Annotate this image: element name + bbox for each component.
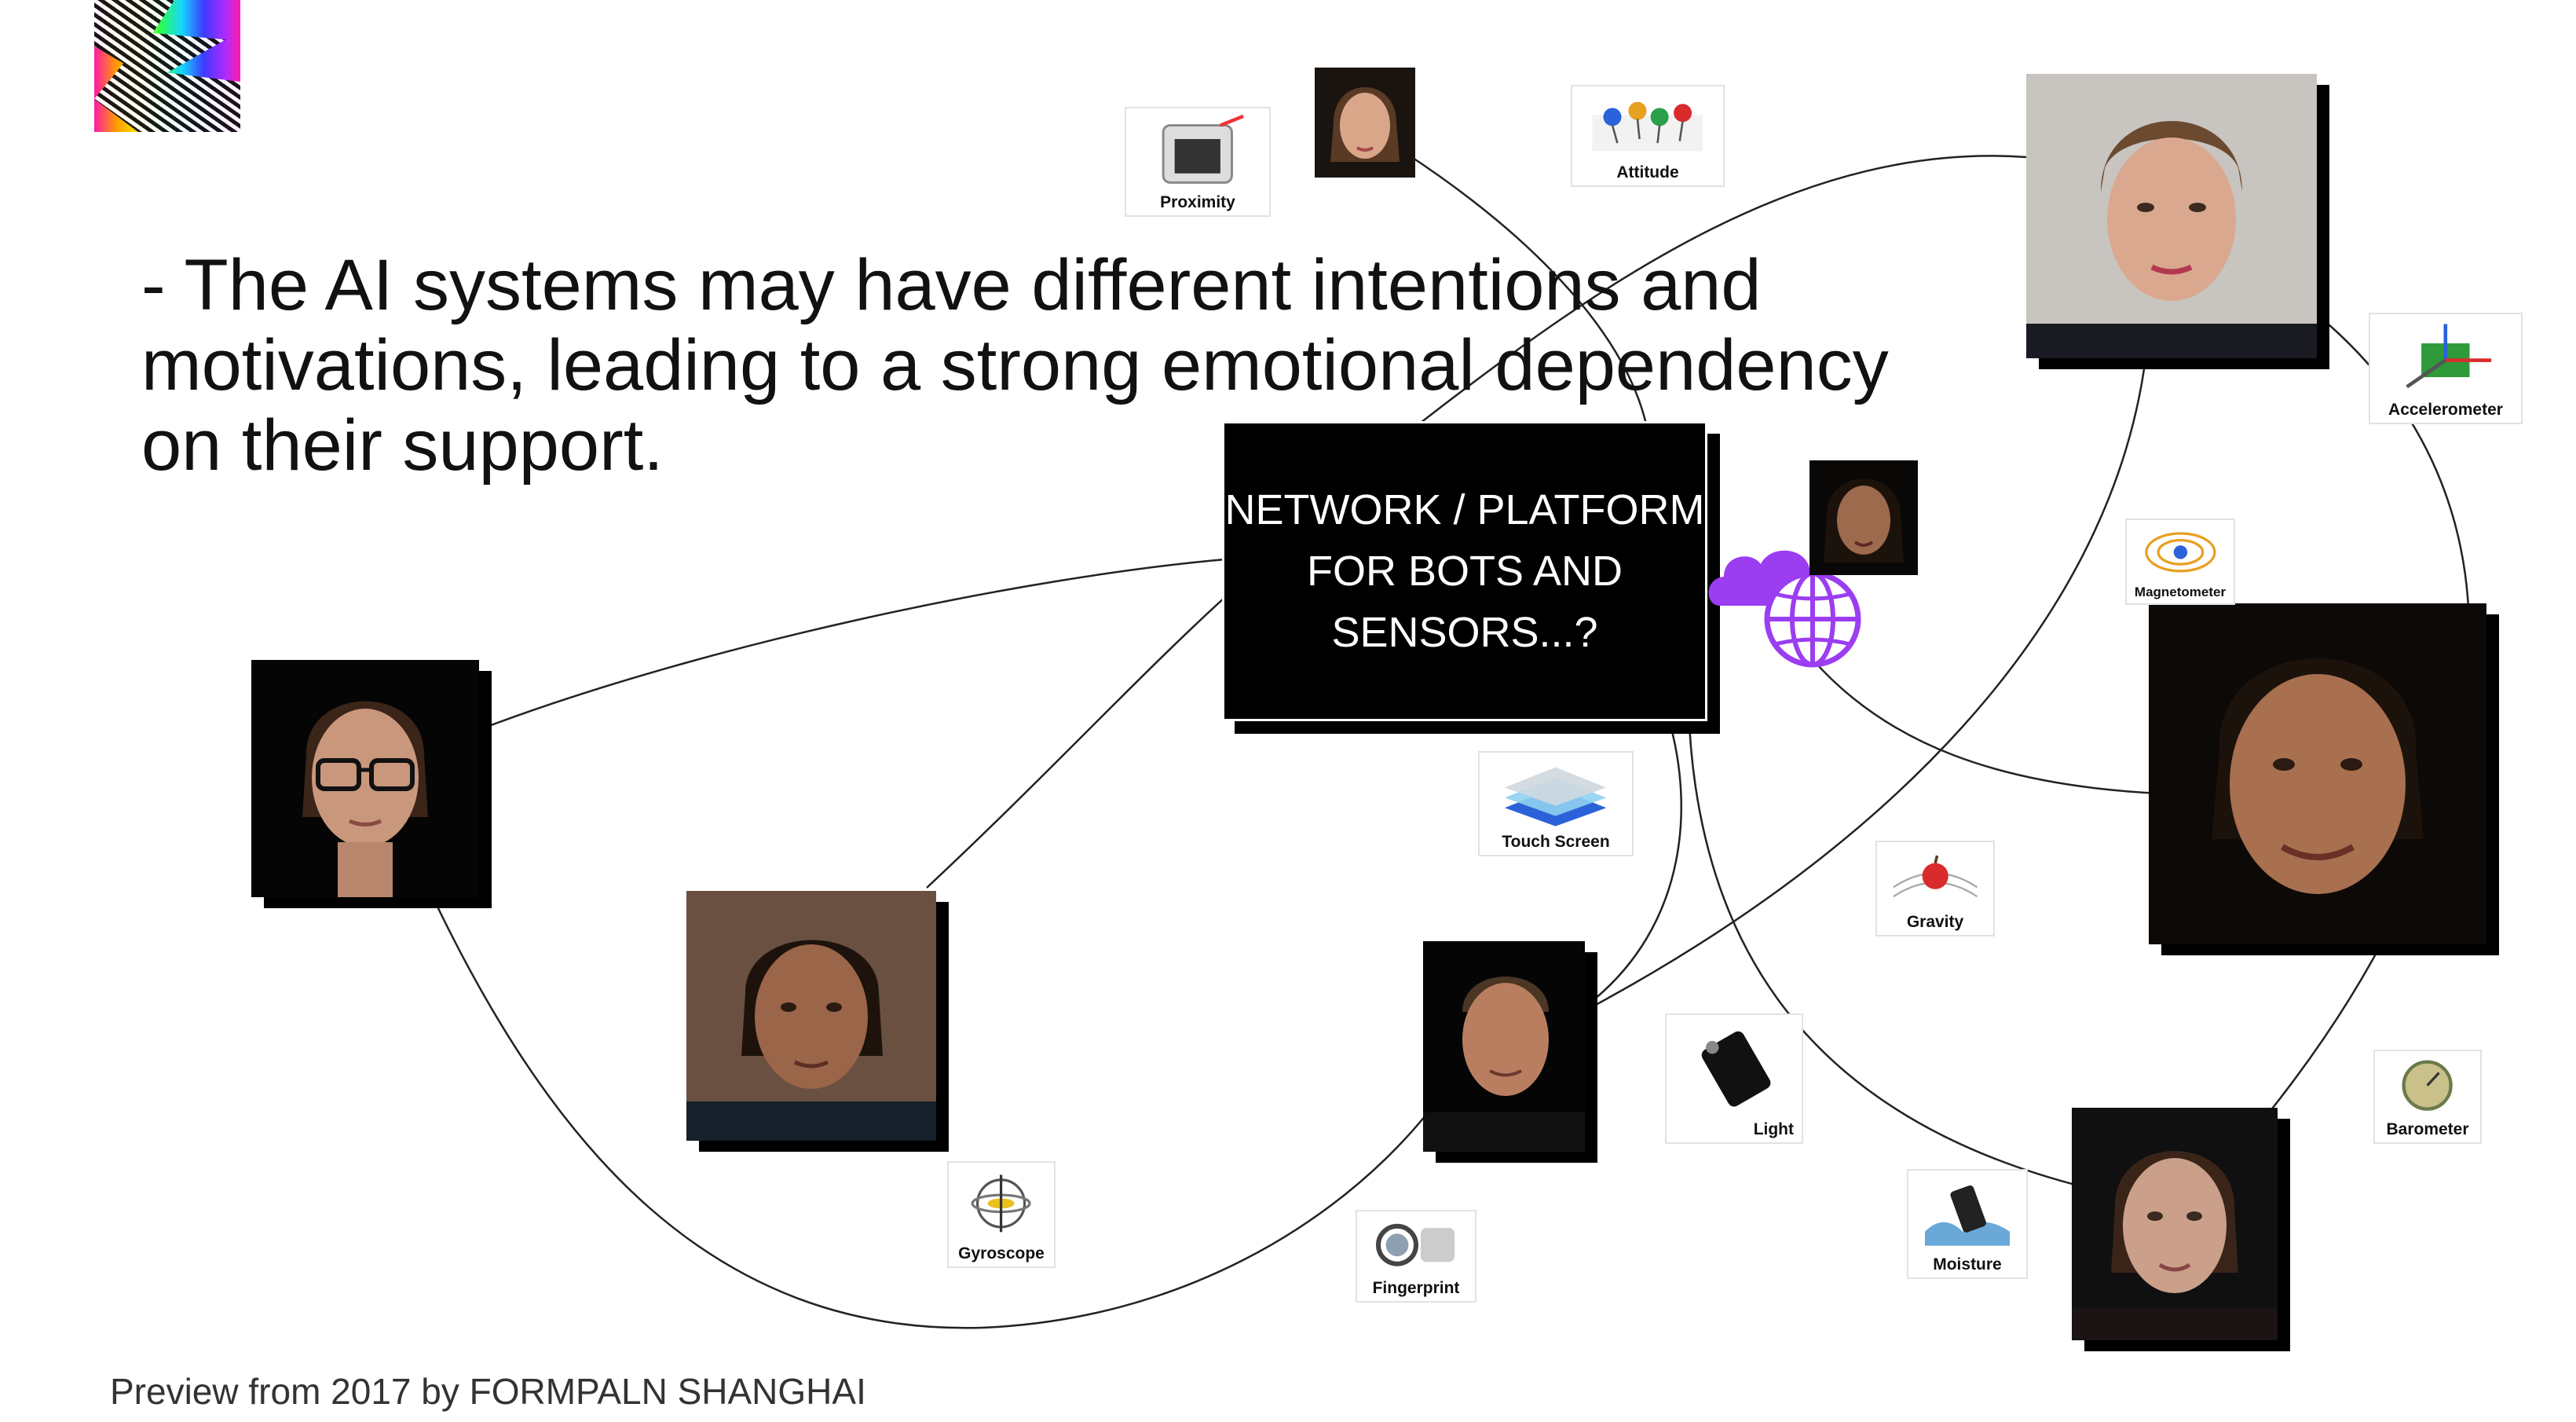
- footer-credit: Preview from 2017 by FORMPALN SHANGHAI: [110, 1371, 866, 1412]
- sensor-touch-screen: Touch Screen: [1478, 751, 1634, 856]
- glitch-logo: [94, 0, 240, 132]
- avatar-glasses-woman: [251, 660, 479, 897]
- network-platform-box: NETWORK / PLATFORM FOR BOTS AND SENSORS.…: [1222, 421, 1707, 721]
- touch-screen-layers-icon: [1505, 767, 1607, 826]
- sensor-magnetometer: Magnetometer: [2125, 519, 2235, 605]
- pushpins-icon: [1592, 101, 1703, 152]
- avatar-small-woman-top: [1315, 68, 1415, 178]
- avatar-woman-bottom-right: [2072, 1108, 2278, 1340]
- sensor-gyroscope: Gyroscope: [947, 1161, 1056, 1268]
- barometer-gauge-icon: [2402, 1060, 2453, 1112]
- avatar-woman-warm: [686, 891, 936, 1141]
- apple-gravity-icon: [1893, 855, 1978, 897]
- sensor-gravity: Gravity: [1875, 841, 1995, 936]
- water-splash-phone-icon: [1925, 1186, 2010, 1246]
- avatar-man: [1423, 941, 1585, 1152]
- sensor-moisture: Moisture: [1907, 1169, 2028, 1279]
- accelerometer-chip-icon: [2406, 323, 2492, 388]
- phone-icon: [1162, 115, 1245, 185]
- fingerprint-button-icon: [1376, 1223, 1455, 1266]
- avatar-small-woman-mid: [1809, 460, 1918, 575]
- gyroscope-icon: [971, 1175, 1032, 1233]
- sensor-light: Light: [1665, 1013, 1803, 1144]
- sensor-accelerometer: Accelerometer: [2369, 313, 2523, 424]
- avatar-woman-smiling: [2149, 603, 2486, 944]
- sensor-attitude: Attitude: [1571, 85, 1725, 187]
- phone-light-icon: [1701, 1031, 1771, 1107]
- magnet-field-icon: [2144, 532, 2216, 573]
- sensor-proximity: Proximity: [1125, 107, 1271, 217]
- hub-label: NETWORK / PLATFORM FOR BOTS AND SENSORS.…: [1224, 486, 1705, 656]
- avatar-woman-short-hair: [2026, 74, 2317, 358]
- sensor-barometer: Barometer: [2373, 1050, 2482, 1144]
- headline-text: - The AI systems may have different inte…: [141, 245, 1889, 486]
- sensor-fingerprint: Fingerprint: [1356, 1210, 1476, 1303]
